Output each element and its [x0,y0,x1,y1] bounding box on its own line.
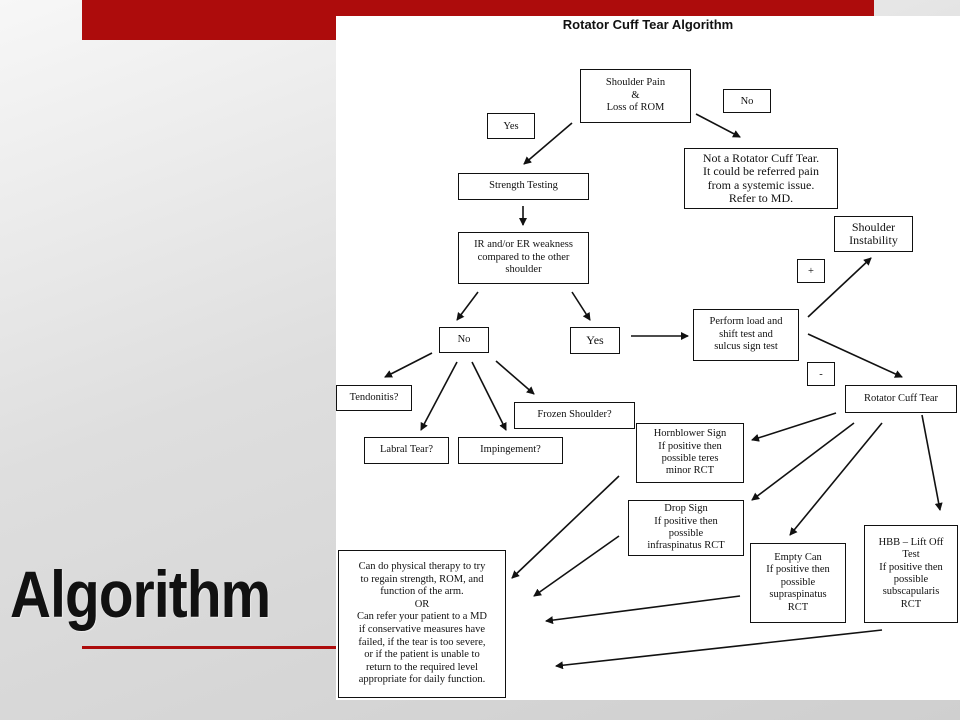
node-yes: Yes [570,327,620,354]
flowchart-title: Rotator Cuff Tear Algorithm [336,17,960,32]
node-shoulder-instability: Shoulder Instability [834,216,913,252]
node-labral-tear: Labral Tear? [364,437,449,464]
node-load-shift-test: Perform load and shift test and sulcus s… [693,309,799,361]
arrow-rct-emptycan [789,422,883,536]
node-shoulder-pain: Shoulder Pain & Loss of ROM [580,69,691,123]
arrow-hbb-treatment [555,629,883,670]
arrow-rct-hornblower [751,412,837,442]
arrow-no-frozen [495,360,535,395]
node-treatment: Can do physical therapy to try to regain… [338,550,506,698]
arrow-rct-hbb [921,414,943,511]
arrow-no-tendonitis [384,352,433,378]
node-impingement: Impingement? [458,437,563,464]
edge-label-yes: Yes [487,113,535,139]
edge-label-minus: - [807,362,835,386]
flowchart-sheet: Rotator Cuff Tear Algorithm [336,16,960,700]
node-not-rotator-cuff-tear: Not a Rotator Cuff Tear. It could be ref… [684,148,838,209]
node-hbb-lift-off: HBB – Lift Off Test If positive then pos… [864,525,958,623]
edge-label-plus: + [797,259,825,283]
title-underline [82,646,340,649]
edge-label-no: No [723,89,771,113]
arrow-hornblower-treatment [511,475,620,579]
flowchart-title-text: Rotator Cuff Tear Algorithm [562,17,734,32]
arrow-loadshift-instability [807,257,872,318]
flowchart-arrows [384,113,943,670]
node-empty-can: Empty Can If positive then possible supr… [750,543,846,623]
node-strength-testing: Strength Testing [458,173,589,200]
node-weakness: IR and/or ER weakness compared to the ot… [458,232,589,284]
arrow-weakness-no [456,291,479,321]
arrow-start-notrct [695,113,741,138]
node-tendonitis: Tendonitis? [336,385,412,411]
node-rotator-cuff-tear: Rotator Cuff Tear [845,385,957,413]
node-hornblower-sign: Hornblower Sign If positive then possibl… [636,423,744,483]
arrow-start-strength [523,122,573,165]
node-drop-sign: Drop Sign If positive then possible infr… [628,500,744,556]
arrow-no-impingement [471,361,507,431]
slide-title: Algorithm [10,557,271,631]
node-frozen-shoulder: Frozen Shoulder? [514,402,635,429]
arrow-emptycan-treatment [545,595,741,625]
arrow-weakness-yes [571,291,591,321]
arrow-drop-treatment [533,535,620,597]
node-no: No [439,327,489,353]
arrow-loadshift-rct [807,333,903,378]
arrow-rct-drop [751,422,855,501]
arrow-no-labral [420,361,458,431]
